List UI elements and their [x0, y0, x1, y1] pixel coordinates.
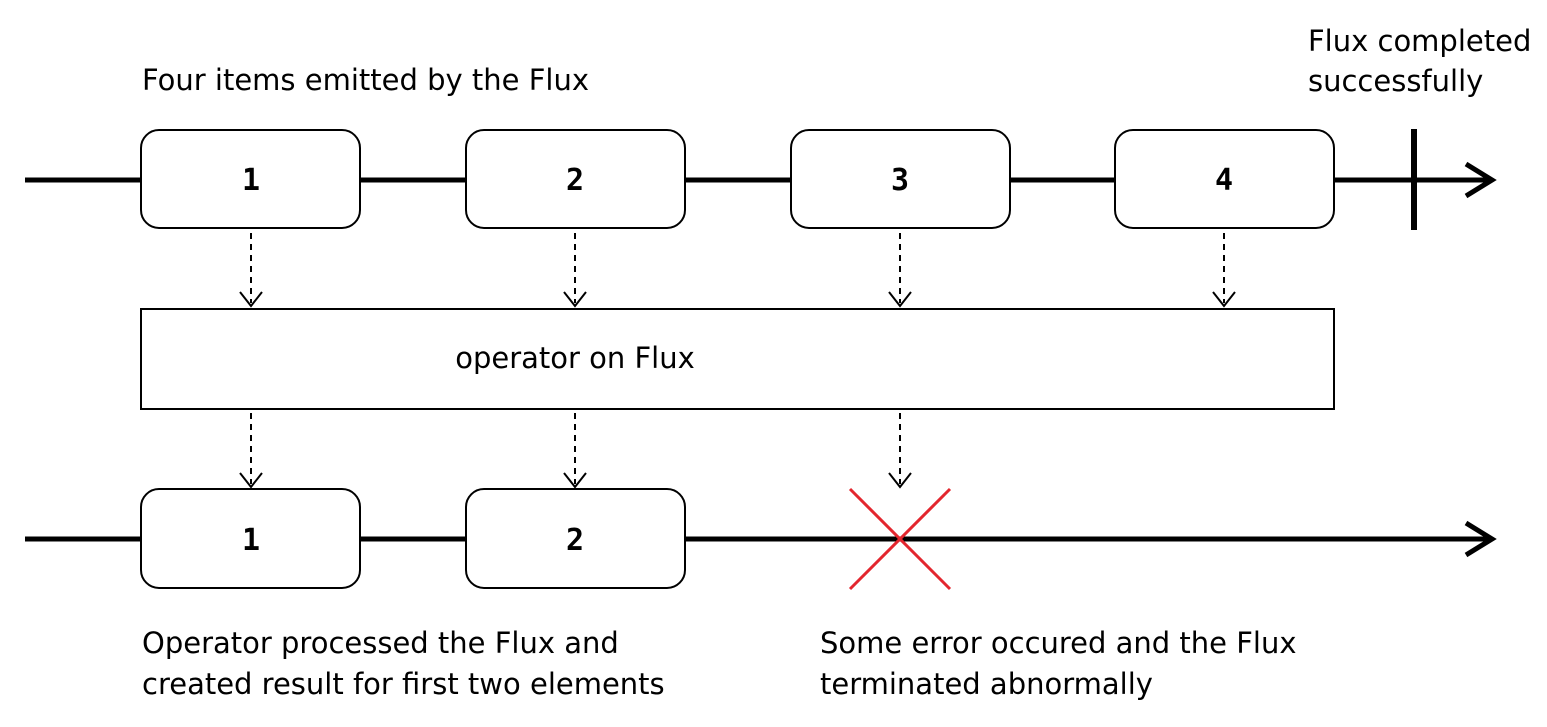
caption-result-line1: Operator processed the Flux and — [142, 626, 619, 660]
source-item-1: 1 — [140, 129, 361, 229]
input-arrow-3 — [888, 233, 912, 308]
caption-completed-line1: Flux completed — [1308, 24, 1531, 58]
input-arrow-1 — [239, 233, 263, 308]
source-item-3: 3 — [790, 129, 1011, 229]
input-arrow-2 — [563, 233, 587, 308]
input-arrow-4 — [1212, 233, 1236, 308]
operator-box: operator on Flux — [140, 308, 1335, 410]
output-arrows — [239, 413, 912, 489]
result-item-1: 1 — [140, 488, 361, 589]
source-item-4: 4 — [1114, 129, 1335, 229]
error-marker-icon — [848, 487, 952, 591]
operator-label: operator on Flux — [455, 341, 695, 375]
caption-completed-line2: successfully — [1308, 64, 1483, 98]
result-item-2: 2 — [465, 488, 686, 589]
source-item-4-label: 4 — [1215, 163, 1233, 198]
caption-result-line2: created result for first two elements — [142, 667, 665, 701]
result-item-1-label: 1 — [242, 523, 260, 558]
output-arrow-1 — [239, 413, 263, 489]
output-arrow-3 — [888, 413, 912, 489]
caption-error-line1: Some error occured and the Flux — [820, 626, 1297, 660]
caption-error-line2: terminated abnormally — [820, 667, 1153, 701]
caption-source-flux: Four items emitted by the Flux — [142, 63, 589, 97]
source-item-1-label: 1 — [242, 163, 260, 198]
result-item-2-label: 2 — [566, 523, 584, 558]
source-item-2: 2 — [465, 129, 686, 229]
input-arrows — [239, 233, 1236, 308]
output-arrow-2 — [563, 413, 587, 489]
source-item-2-label: 2 — [566, 163, 584, 198]
source-item-3-label: 3 — [891, 163, 909, 198]
source-timeline-arrowhead — [1464, 161, 1497, 199]
result-timeline-arrowhead — [1464, 520, 1497, 558]
